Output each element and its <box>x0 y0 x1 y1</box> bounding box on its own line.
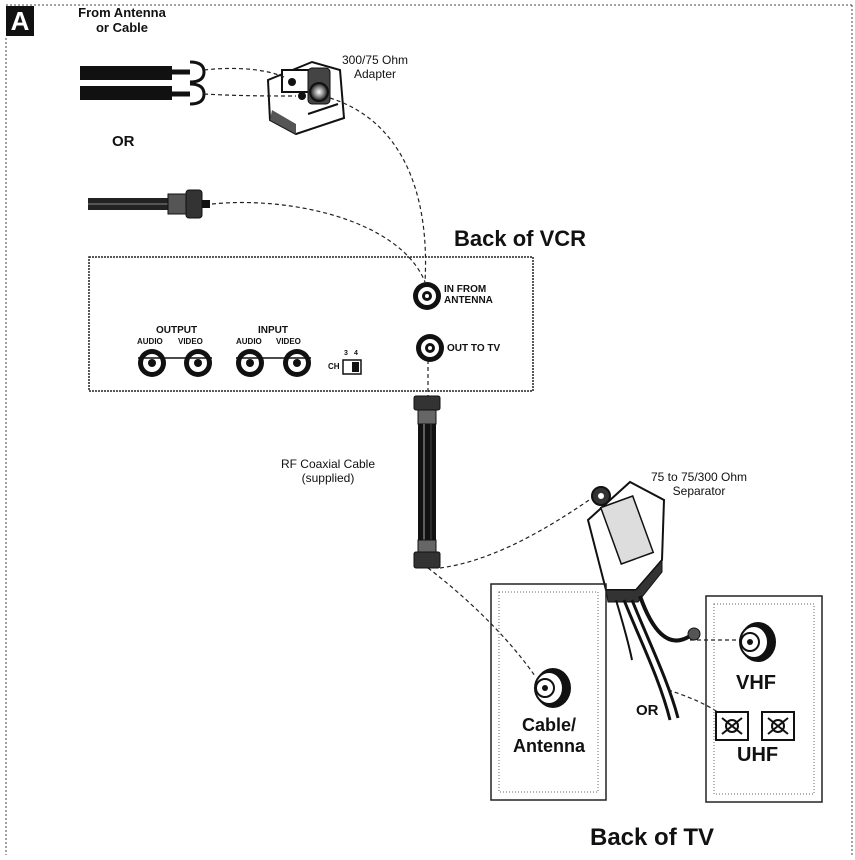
vcr-back-panel <box>88 256 534 392</box>
back-of-vcr-title: Back of VCR <box>454 226 587 251</box>
input-video-label: VIDEO <box>276 337 301 346</box>
channel-switch <box>342 359 362 375</box>
input-audio-label: AUDIO <box>236 337 262 346</box>
coax-cable-input <box>88 189 210 219</box>
separator-label: 75 to 75/300 Ohm Separator <box>634 470 764 498</box>
uhf-label: UHF <box>737 744 779 766</box>
separator-line2: Separator <box>672 484 726 498</box>
ch-label: CH <box>328 362 340 371</box>
out-to-tv-jack <box>416 334 444 362</box>
output-label: OUTPUT <box>156 325 198 336</box>
cable-antenna-label: Cable/ Antenna <box>494 715 604 757</box>
ch-4-label: 4 <box>354 350 358 357</box>
separator-line1: 75 to 75/300 Ohm <box>650 470 748 484</box>
ch-3-label: 3 <box>344 350 348 357</box>
source-label: From Antenna or Cable <box>70 5 174 35</box>
connection-guides <box>203 67 740 721</box>
adapter-300-75 <box>266 60 346 136</box>
uhf-terminals <box>715 711 795 741</box>
twin-lead-wire <box>80 60 206 106</box>
cable-line2: Antenna <box>513 736 585 756</box>
in-from-line2: ANTENNA <box>444 295 493 306</box>
in-from-line1: IN FROM <box>444 284 487 295</box>
output-audio-label: AUDIO <box>137 337 163 346</box>
rf-coaxial-cable <box>413 395 441 569</box>
vhf-label: VHF <box>736 672 776 694</box>
section-badge: A <box>6 6 34 36</box>
tv-panel-left <box>490 583 607 801</box>
av-jacks <box>138 349 311 377</box>
cable-antenna-jack <box>534 668 571 708</box>
in-from-antenna-label: IN FROM ANTENNA <box>444 284 493 306</box>
tv-panel-right <box>705 595 823 803</box>
rf-cable-line2: (supplied) <box>301 471 355 485</box>
adapter-label-line2: Adapter <box>353 67 397 81</box>
adapter-label: 300/75 Ohm Adapter <box>330 53 420 81</box>
page-frame <box>5 4 853 855</box>
or-label-bottom: OR <box>636 702 659 719</box>
rf-cable-line1: RF Coaxial Cable <box>280 457 376 471</box>
or-label-top: OR <box>112 133 135 150</box>
out-to-tv-label: OUT TO TV <box>447 343 501 354</box>
in-from-antenna-jack <box>413 282 441 310</box>
adapter-label-line1: 300/75 Ohm <box>341 53 409 67</box>
vhf-jack <box>739 622 776 662</box>
or-cable-text: or Cable <box>95 20 148 35</box>
rf-cable-label: RF Coaxial Cable (supplied) <box>268 457 388 485</box>
cable-line1: Cable/ <box>521 715 577 735</box>
back-of-tv-title: Back of TV <box>590 824 715 851</box>
output-video-label: VIDEO <box>178 337 203 346</box>
separator-device <box>586 480 701 721</box>
from-antenna-text: From Antenna <box>78 5 166 20</box>
input-label: INPUT <box>258 325 288 336</box>
